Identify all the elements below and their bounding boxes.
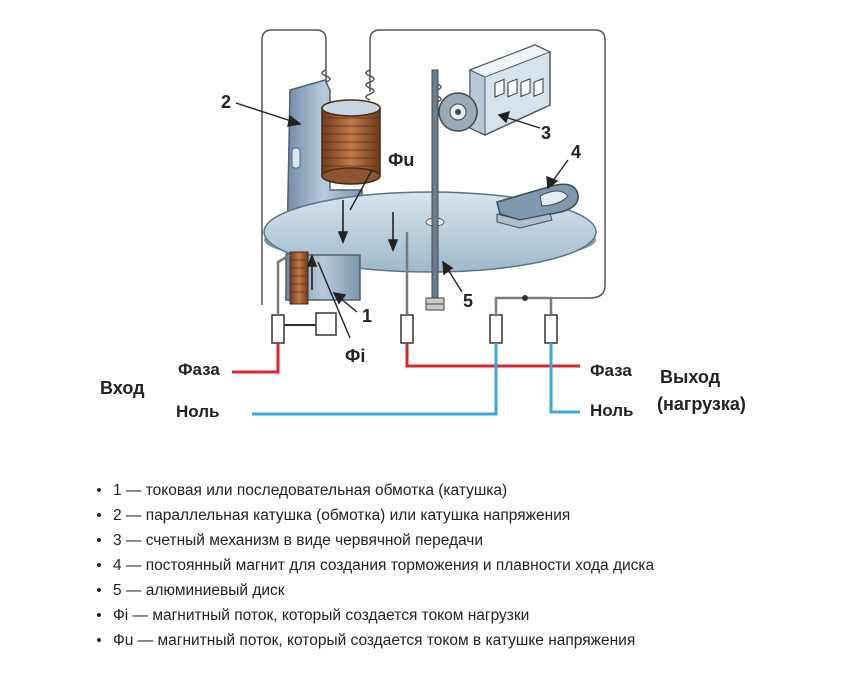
- label-2: 2: [221, 92, 231, 112]
- bullet: •: [96, 632, 102, 649]
- disk-axle: [425, 69, 445, 311]
- junction-dot: [522, 295, 528, 301]
- label-vyhod: Выход: [660, 367, 721, 387]
- electric-meter-diagram: 2 Фu 3 4 5 1 Фi Фаза Вход Ноль Фаза Ноль…: [100, 29, 746, 421]
- label-4: 4: [571, 142, 581, 162]
- label-5: 5: [463, 291, 473, 311]
- label-nol-in: Ноль: [176, 402, 220, 421]
- legend-text: Фi — магнитный поток, который создается …: [113, 607, 530, 624]
- legend-text: 1 — токовая или последовательная обмотка…: [113, 482, 508, 499]
- legend-item: • 2 — параллельная катушка (обмотка) или …: [93, 503, 654, 528]
- label-nol-out: Ноль: [590, 401, 634, 420]
- flux-arrows: [306, 200, 399, 290]
- legend-text: 5 — алюминиевый диск: [113, 582, 285, 599]
- label-faza-in: Фаза: [178, 360, 220, 379]
- external-wiring: [232, 343, 580, 416]
- voltage-coil: [321, 99, 381, 185]
- bullet: •: [96, 532, 102, 549]
- legend-text: 2 — параллельная катушка (обмотка) или к…: [113, 507, 571, 524]
- bullet: •: [96, 482, 102, 499]
- label-faza-out: Фаза: [590, 361, 632, 380]
- pointer-lines: [235, 102, 569, 339]
- legend-item: • 5 — алюминиевый диск: [93, 578, 654, 603]
- bullet: •: [96, 557, 102, 574]
- legend-item: • Фi — магнитный поток, который создается…: [93, 603, 654, 628]
- legend-item: • Фu — магнитный поток, который создается…: [93, 628, 654, 653]
- label-phi-u: Фu: [388, 150, 414, 170]
- bullet: •: [96, 507, 102, 524]
- legend-text: 3 — счетный механизм в виде червячной пе…: [113, 532, 484, 549]
- legend-text: 4 — постоянный магнит для создания тормо…: [113, 557, 655, 574]
- counter-mechanism: [438, 44, 552, 136]
- legend-item: • 1 — токовая или последовательная обмотк…: [93, 478, 654, 503]
- housing-wires: [261, 29, 606, 305]
- label-phi-i: Фi: [345, 346, 365, 366]
- current-coil: [285, 251, 361, 305]
- legend-list: • 1 — токовая или последовательная обмотк…: [93, 478, 654, 653]
- coil-springs: [321, 69, 442, 103]
- label-nagruzka: (нагрузка): [657, 394, 746, 414]
- terminals: [271, 312, 558, 344]
- legend-text: Фu — магнитный поток, который создается …: [113, 632, 636, 649]
- legend-item: • 3 — счетный механизм в виде червячной п…: [93, 528, 654, 553]
- label-vhod: Вход: [100, 378, 145, 398]
- permanent-magnet: [496, 183, 579, 229]
- bullet: •: [96, 582, 102, 599]
- bullet: •: [96, 607, 102, 624]
- legend-item: • 4 — постоянный магнит для создания торм…: [93, 553, 654, 578]
- label-1: 1: [362, 306, 372, 326]
- label-3: 3: [541, 123, 551, 143]
